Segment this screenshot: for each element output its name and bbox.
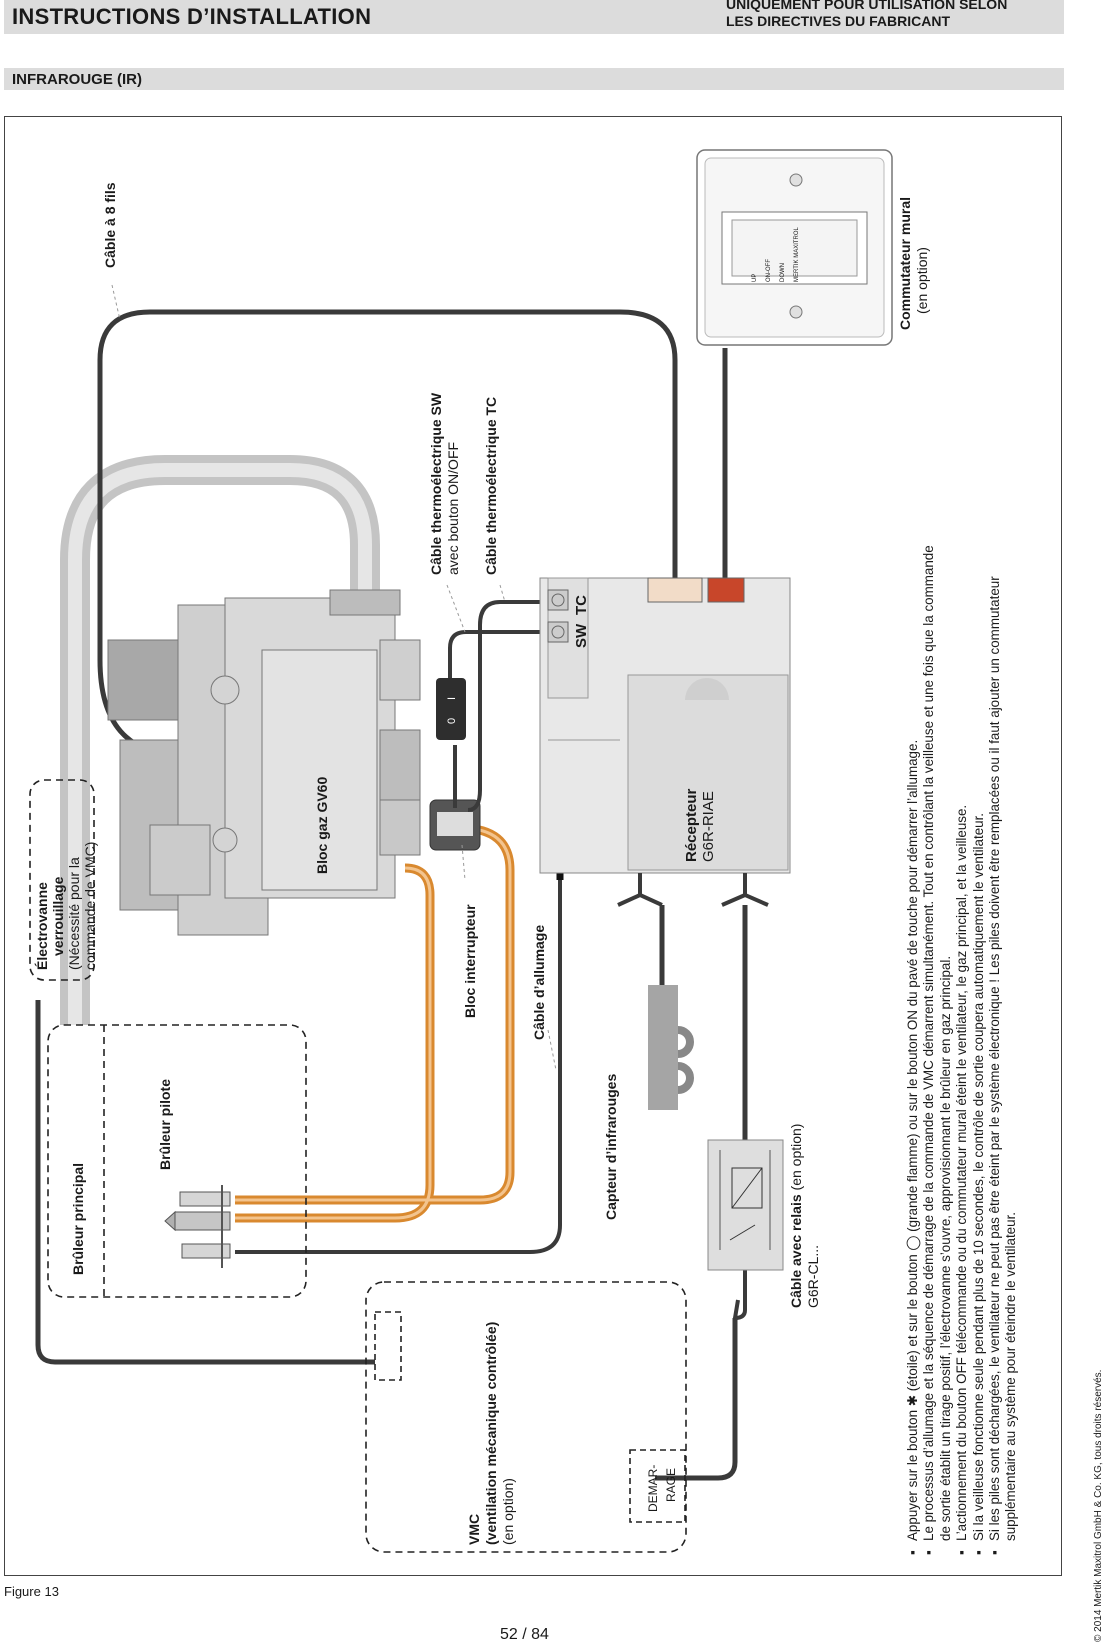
- vmc-valve-terminal: [374, 1311, 402, 1381]
- header-note: UNIQUEMENT POUR UTILISATION SELON LES DI…: [726, 0, 1007, 30]
- valve-to-vmc-cable: [35, 1000, 375, 1365]
- section-bar: INFRAROUGE (IR): [4, 68, 1064, 90]
- vmc-start-line1: DEMAR-: [646, 1464, 660, 1512]
- header-note-line2: LES DIRECTIVES DU FABRICANT: [726, 13, 951, 29]
- note-item: Si les piles sont déchargées, le ventila…: [987, 531, 1020, 1541]
- note-item: L’actionnement du bouton OFF télécommand…: [954, 531, 970, 1541]
- receiver-unit: [539, 577, 791, 874]
- valve-sub1: (Nécessité pour la: [66, 857, 82, 970]
- vmc-start-label: DEMAR- RAGE: [644, 1465, 680, 1512]
- rocker-on: I: [446, 696, 458, 700]
- gas-pipe-highlight: [68, 463, 372, 1025]
- rocker-off: 0: [446, 717, 458, 724]
- pilot-burner-label: Brûleur pilote: [157, 1078, 173, 1170]
- relay-to-vmc-cable: [655, 1318, 738, 1481]
- ir-sensor: [648, 985, 678, 1110]
- note-item: Le processus d’allumage et la séquence d…: [921, 531, 954, 1541]
- leader-lines: [111, 284, 557, 1071]
- header-bar: INSTRUCTIONS D’INSTALLATION UNIQUEMENT P…: [4, 0, 1064, 34]
- valve-sub2: commande de VMC): [82, 841, 98, 970]
- main-burner-label: Brûleur principal: [70, 1162, 86, 1275]
- vmc-start-terminal: [629, 1449, 686, 1523]
- relay-label: Câble avec relais (en option) G6R-CL...: [788, 1124, 822, 1308]
- receiver-model: G6R-RIAE: [700, 791, 717, 862]
- note-1-b: (étoile) et sur le bouton: [905, 1254, 920, 1392]
- figure-label: Figure 13: [4, 1584, 59, 1599]
- wall-switch-onoff: ON-OFF: [766, 259, 772, 282]
- ir-sensor-label: Capteur d’infrarouges: [603, 1073, 619, 1220]
- receiver-label: Récepteur G6R-RIAE: [683, 789, 717, 862]
- section-title: INFRAROUGE (IR): [12, 71, 142, 88]
- interrupter-label: Bloc interrupteur: [462, 904, 478, 1018]
- burner-dashed-box: [47, 1024, 307, 1298]
- header-note-line1: UNIQUEMENT POUR UTILISATION SELON: [726, 0, 1008, 12]
- sw-cable-sub: avec bouton ON/OFF: [445, 441, 461, 575]
- valve-dashed-box: [29, 779, 95, 981]
- tc-terminal-label: TC: [573, 595, 590, 615]
- valve-title2: verrouillage: [50, 876, 66, 956]
- page-number: 52 / 84: [500, 1626, 549, 1643]
- vmc-label: VMC (ventilation mécanique contrôlée) (e…: [466, 1322, 517, 1545]
- tc-thermo-cable: [467, 600, 548, 812]
- relay-opt: (en option): [788, 1123, 804, 1195]
- valve-title: Électrovanne: [34, 882, 50, 970]
- sw-thermo-cable: [448, 630, 548, 678]
- vmc-opt: (en option): [500, 1478, 516, 1545]
- sw-cable-label: Câble thermoélectrique SW avec bouton ON…: [428, 393, 462, 575]
- sw-cable-title: Câble thermoélectrique SW: [428, 392, 444, 575]
- wall-switch: [696, 149, 893, 346]
- relay-title: Câble avec relais: [788, 1194, 804, 1308]
- star-icon: ✱: [905, 1395, 920, 1407]
- note-item: Appuyer sur le bouton ✱ (étoile) et sur …: [905, 531, 921, 1541]
- wall-switch-brand: MERTIK MAXITROL: [794, 227, 800, 282]
- wall-switch-title: Commutateur mural: [897, 196, 913, 330]
- vmc-dashed-box: [365, 1281, 687, 1553]
- receiver-title: Récepteur: [683, 788, 700, 862]
- wall-switch-face: UP ON-OFF DOWN MERTIK MAXITROL: [748, 227, 804, 282]
- relay-box: [707, 1139, 784, 1271]
- note-1-a: Appuyer sur le bouton: [905, 1409, 920, 1541]
- note-1-c: (grande flamme) ou sur le bouton ON du p…: [905, 739, 920, 1232]
- rocker-switch: [436, 678, 466, 740]
- note-item: Si la veilleuse fonctionne seule pendant…: [971, 531, 987, 1541]
- gas-block: [107, 589, 421, 936]
- pilot-burner: [164, 1185, 231, 1268]
- instruction-notes: Appuyer sur le bouton ✱ (étoile) et sur …: [905, 531, 1020, 1555]
- vmc-title: VMC: [466, 1513, 482, 1545]
- wall-switch-sub: (en option): [914, 247, 930, 314]
- ignition-cable: [235, 842, 562, 1254]
- relay-model: G6R-CL...: [805, 1244, 821, 1308]
- copyright: © 2014 Mertik Maxitrol GmbH & Co. KG, to…: [1093, 1369, 1104, 1642]
- wall-switch-up: UP: [752, 273, 758, 282]
- ignition-cable-label: Câble d’allumage: [531, 924, 547, 1040]
- tc-cable-label: Câble thermoélectrique TC: [483, 396, 499, 575]
- vmc-sub: (ventilation mécanique contrôlée): [483, 1321, 499, 1545]
- sw-terminal-label: SW: [573, 623, 590, 648]
- vmc-start-line2: RAGE: [664, 1467, 678, 1502]
- eight-wire-cable: [97, 309, 678, 758]
- gas-block-label: Bloc gaz GV60: [314, 776, 330, 874]
- figure-frame: [4, 116, 1062, 1576]
- flame-icon: ◯: [905, 1235, 920, 1251]
- wall-switch-label: Commutateur mural (en option): [897, 197, 931, 330]
- page-title: INSTRUCTIONS D’INSTALLATION: [12, 4, 372, 29]
- valve-label: Électrovanne verrouillage (Nécessité pou…: [34, 842, 98, 970]
- eight-wire-label: Câble à 8 fils: [102, 182, 118, 268]
- wall-switch-down: DOWN: [780, 263, 786, 282]
